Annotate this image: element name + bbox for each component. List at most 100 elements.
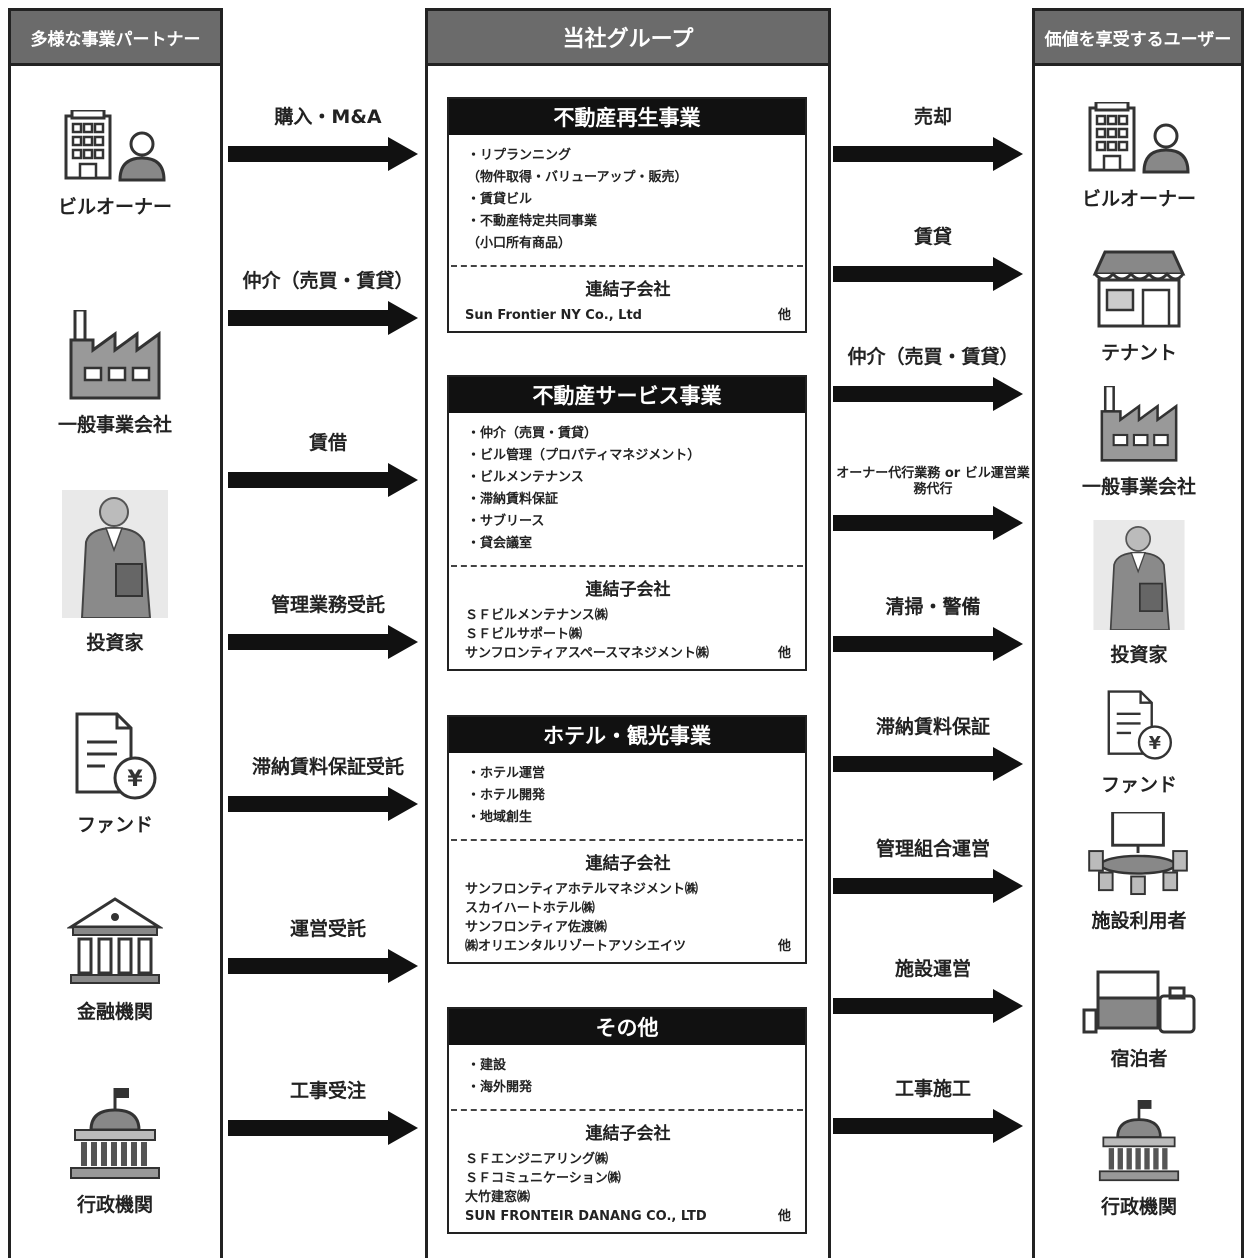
group-column-header: 当社グループ (428, 11, 828, 66)
subsidiaries: 連結子会社 ＳＦビルメンテナンス㈱ ＳＦビルサポート㈱ サンフロンティアスペース… (449, 567, 805, 669)
segment-item: ・ビルメンテナンス (467, 470, 584, 485)
left-party-building-owner: ビルオーナー (10, 110, 220, 219)
dashed-divider (451, 265, 803, 267)
subsidiary-name: サンフロンティアスペースマネジメント㈱ (465, 646, 709, 661)
subsidiaries: 連結子会社 サンフロンティアホテルマネジメント㈱ スカイハートホテル㈱ サンフロ… (449, 841, 805, 962)
left-party-label: 一般事業会社 (57, 414, 172, 436)
right-arrow-icon (833, 989, 1023, 1023)
segment-title: その他 (449, 1009, 805, 1045)
right-party-government: 行政機関 (1034, 1100, 1244, 1219)
right-arrow-icon (833, 506, 1023, 540)
right-party-label: ビルオーナー (1081, 188, 1196, 210)
right-flow-label: 滞納賃料保証 (875, 716, 990, 738)
right-party-label: 投資家 (1110, 644, 1168, 666)
right-flow: 仲介（売買・賃貸） (833, 342, 1033, 411)
right-flow: 施設運営 (833, 954, 1033, 1023)
storefront-icon (1093, 250, 1185, 328)
investor-photo-icon (1093, 520, 1185, 630)
segment-hotel-tourism: ホテル・観光事業 ・ホテル運営 ・ホテル開発 ・地域創生 連結子会社 サンフロン… (447, 715, 807, 964)
segment-item: ・仲介（売買・賃貸） (467, 426, 598, 441)
users-column-header: 価値を享受するユーザー (1035, 11, 1241, 66)
right-party-label: 宿泊者 (1110, 1048, 1168, 1070)
left-flow-label: 賃借 (308, 432, 347, 454)
segment-title: 不動産再生事業 (449, 99, 805, 135)
segment-item: ・不動産特定共同事業 (467, 214, 598, 229)
left-party-government: 行政機関 (10, 1088, 220, 1217)
fund-document-yen-icon (75, 712, 157, 800)
others-mark: 他 (777, 646, 791, 661)
subsidiaries-title: 連結子会社 (585, 854, 671, 874)
right-party-label: 一般事業会社 (1081, 476, 1196, 498)
right-party-guests: 宿泊者 (1034, 968, 1244, 1071)
segment-item: ・賃貸ビル (467, 192, 533, 207)
right-arrow-icon (228, 625, 418, 659)
left-flow-label: 購入・M&A (274, 106, 382, 128)
right-flow: 売却 (833, 102, 1033, 171)
subsidiary-name: スカイハートホテル㈱ (465, 901, 595, 916)
right-flow: 賃貸 (833, 222, 1033, 291)
segment-items: ・リプランニング （物件取得・バリューアップ・販売） ・賃貸ビル ・不動産特定共… (449, 135, 805, 265)
building-owner-icon (64, 110, 166, 182)
subsidiary-name: ㈱オリエンタルリゾートアソシエイツ (465, 939, 687, 954)
segment-item: （小口所有商品） (467, 236, 572, 251)
segment-items: ・建設 ・海外開発 (449, 1045, 805, 1109)
subsidiaries-title: 連結子会社 (585, 580, 671, 600)
right-arrow-icon (228, 301, 418, 335)
segment-item: ・海外開発 (467, 1080, 533, 1095)
subsidiaries: 連結子会社 ＳＦエンジニアリング㈱ ＳＦコミュニケーション㈱ 大竹建窓㈱ SUN… (449, 1111, 805, 1232)
building-owner-icon (1088, 102, 1190, 174)
right-arrow-icon (833, 627, 1023, 661)
left-flow: 工事受注 (228, 1076, 428, 1145)
right-party-facility-users: 施設利用者 (1034, 812, 1244, 933)
right-arrow-icon (228, 1111, 418, 1145)
right-flow-label: 売却 (913, 106, 952, 128)
left-party-bank: 金融機関 (10, 895, 220, 1024)
right-party-building-owner: ビルオーナー (1034, 102, 1244, 211)
left-party-label: 金融機関 (76, 1001, 153, 1023)
right-flow-label: 工事施工 (894, 1078, 971, 1100)
subsidiary-name: サンフロンティアホテルマネジメント㈱ (465, 882, 698, 897)
subsidiary-name: ＳＦコミュニケーション㈱ (465, 1171, 621, 1186)
dashed-divider (451, 839, 803, 841)
meeting-room-icon (1087, 812, 1189, 896)
right-flow: 滞納賃料保証 (833, 712, 1033, 781)
right-flow: オーナー代行業務 or ビル運営業務代行 (833, 466, 1033, 540)
right-arrow-icon (228, 787, 418, 821)
right-flow-label: 管理組合運営 (875, 838, 990, 860)
segment-item: ・地域創生 (467, 810, 533, 825)
subsidiary-name: 大竹建窓㈱ (465, 1190, 531, 1205)
others-mark: 他 (777, 939, 791, 954)
segment-item: ・貸会議室 (467, 536, 533, 551)
segment-item: ・サブリース (467, 514, 545, 529)
investor-photo-icon (62, 490, 168, 618)
segment-item: ・リプランニング (467, 148, 572, 163)
segment-real-estate-services: 不動産サービス事業 ・仲介（売買・賃貸） ・ビル管理（プロパティマネジメント） … (447, 375, 807, 671)
left-flow-label: 管理業務受託 (270, 594, 385, 616)
left-flow: 運営受託 (228, 914, 428, 983)
subsidiary-name: Sun Frontier NY Co., Ltd (465, 308, 642, 323)
segment-item: ・建設 (467, 1058, 507, 1073)
right-flow: 工事施工 (833, 1074, 1033, 1143)
segment-title: ホテル・観光事業 (449, 717, 805, 753)
right-arrow-icon (833, 377, 1023, 411)
users-column: 価値を享受するユーザー (1032, 8, 1244, 1258)
others-mark: 他 (777, 1209, 791, 1224)
partners-column: 多様な事業パートナー (8, 8, 223, 1258)
segment-item: （物件取得・バリューアップ・販売） (467, 170, 688, 185)
right-arrow-icon (228, 463, 418, 497)
segment-real-estate-regeneration: 不動産再生事業 ・リプランニング （物件取得・バリューアップ・販売） ・賃貸ビル… (447, 97, 807, 333)
right-arrow-icon (833, 137, 1023, 171)
subsidiaries-title: 連結子会社 (585, 1124, 671, 1144)
right-party-investor: 投資家 (1034, 520, 1244, 667)
fund-document-yen-icon (1107, 690, 1173, 760)
left-party-company: 一般事業会社 (10, 310, 220, 437)
right-flow: 清掃・警備 (833, 592, 1033, 661)
right-arrow-icon (833, 747, 1023, 781)
government-building-icon (69, 1088, 161, 1180)
factory-icon (1100, 386, 1178, 462)
bank-icon (69, 897, 161, 985)
right-party-tenant: テナント (1034, 248, 1244, 365)
right-party-label: ファンド (1100, 774, 1177, 796)
right-flow: 管理組合運営 (833, 834, 1033, 903)
others-mark: 他 (777, 308, 791, 323)
